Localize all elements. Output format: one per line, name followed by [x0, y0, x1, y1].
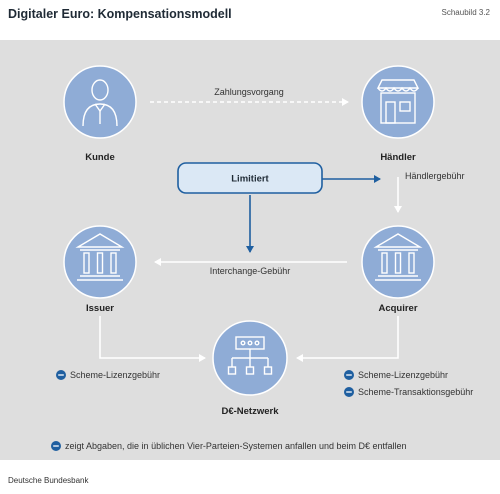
kunde-label: Kunde [85, 152, 115, 163]
kunde-node [63, 65, 137, 139]
limitiert-label: Limitiert [231, 174, 269, 185]
bank-icon [373, 233, 423, 281]
issuer-lizenz-fee: Scheme-Lizenzgebühr [56, 370, 160, 380]
acquirer-lizenz-fee: Scheme-Lizenzgebühr [344, 370, 448, 380]
source-footer: Deutsche Bundesbank [8, 476, 89, 485]
issuer-node [63, 225, 137, 299]
bank-icon [75, 233, 125, 281]
compensation-diagram: Kunde Händler Limitiert Zahlungsvorgang … [51, 65, 473, 451]
person-icon [82, 79, 118, 127]
page-title: Digitaler Euro: Kompensationsmodell [8, 7, 232, 21]
acquirer-label: Acquirer [378, 303, 417, 314]
legend: zeigt Abgaben, die in üblichen Vier-Part… [51, 441, 407, 451]
acquirer-netzwerk-arrow [296, 316, 399, 362]
store-icon [376, 79, 420, 124]
interchange-label: Interchange-Gebühr [210, 266, 291, 276]
netzwerk-node [212, 320, 288, 396]
acquirer-lizenz-label: Scheme-Lizenzgebühr [358, 370, 448, 380]
issuer-netzwerk-arrow [99, 316, 206, 362]
network-icon [227, 336, 273, 375]
haendler-label: Händler [380, 152, 416, 163]
acquirer-transaktion-label: Scheme-Transaktionsgebühr [358, 387, 473, 397]
haendler-node [361, 65, 435, 139]
issuer-label: Issuer [86, 303, 114, 314]
netzwerk-label: D€-Netzwerk [221, 406, 279, 417]
figure-number: Schaubild 3.2 [441, 8, 490, 17]
acquirer-node [361, 225, 435, 299]
haendlergebuehr-label: Händlergebühr [405, 171, 465, 181]
limitiert-box: Limitiert [177, 162, 323, 194]
issuer-lizenz-label: Scheme-Lizenzgebühr [70, 370, 160, 380]
zahlungsvorgang-label: Zahlungsvorgang [214, 87, 284, 97]
acquirer-transaktion-fee: Scheme-Transaktionsgebühr [344, 387, 473, 397]
legend-text: zeigt Abgaben, die in üblichen Vier-Part… [65, 441, 407, 451]
